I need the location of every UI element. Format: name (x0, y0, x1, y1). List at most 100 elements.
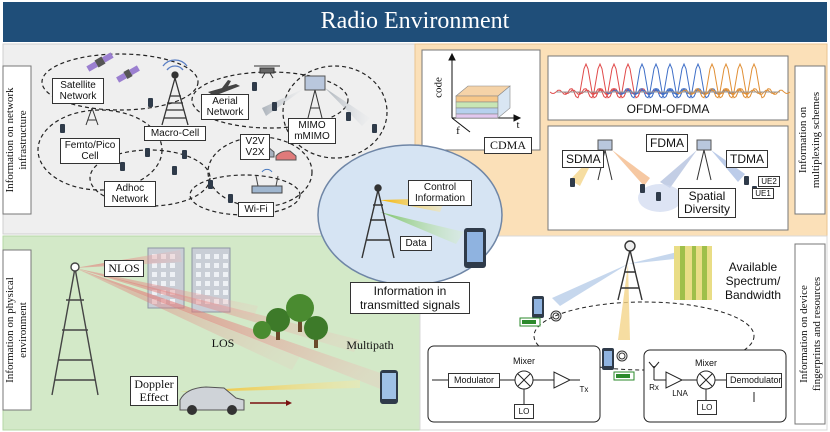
building-window (196, 263, 201, 268)
code-axis-label: code (432, 77, 445, 98)
building-window (152, 272, 157, 277)
building-window (223, 254, 228, 259)
building-window (223, 263, 228, 268)
airplane-icon (208, 80, 240, 96)
velocity-arrowhead (286, 400, 292, 406)
tdma-label: TDMA (726, 150, 768, 168)
f-axis-label: f (456, 125, 460, 137)
rx-label: Rx (649, 383, 659, 392)
physical-tower-icon (51, 262, 99, 396)
building-window (223, 290, 228, 295)
building-window (152, 290, 157, 295)
device-tower-icon (617, 240, 643, 301)
multiplexing-side-box (794, 65, 826, 215)
building-window (196, 272, 201, 277)
device-phones-icon (532, 296, 614, 370)
cdma-code-cube (455, 85, 511, 119)
lna-label: LNA (672, 389, 688, 398)
transmitter-block (427, 345, 601, 423)
building-window (161, 281, 166, 286)
demodulator-block: Demodulator (726, 373, 782, 388)
building-window (214, 290, 219, 295)
building-window (170, 299, 175, 304)
building-window (170, 272, 175, 277)
building-window (205, 281, 210, 286)
ofdm-box (547, 55, 789, 121)
building-window (161, 272, 166, 277)
signals-phone-icon (464, 228, 486, 268)
t-axis-label: t (516, 119, 520, 131)
building-window (223, 281, 228, 286)
drone-icon (254, 65, 280, 79)
ofdm-label: OFDM-OFDMA (626, 102, 710, 116)
building-window (205, 254, 210, 259)
building-window (223, 272, 228, 277)
data-label: Data (400, 236, 432, 251)
building-window (170, 263, 175, 268)
ofdm-subcarriers (549, 62, 791, 99)
rx-chain (648, 361, 755, 402)
signals-tower-icon (361, 184, 395, 259)
cdma-label: CDMA (484, 137, 532, 154)
trees-icon (253, 294, 328, 348)
nlos-label: NLOS (104, 260, 144, 277)
spectrum-chart-icon (674, 246, 712, 300)
receiver-block (643, 349, 787, 423)
building-window (205, 263, 210, 268)
multipath-label: Multipath (346, 338, 394, 352)
mixer-rx-label: Mixer (695, 358, 717, 368)
building-window (205, 290, 210, 295)
physical-phone-icon (380, 370, 398, 404)
lo-tx-block: LO (514, 404, 534, 419)
wifi-router-icon (251, 168, 283, 194)
satellite-icon (86, 52, 140, 83)
building-window (214, 254, 219, 259)
wifi-label: Wi-Fi (238, 202, 274, 217)
car-icon (179, 386, 245, 415)
device-side-box (794, 243, 826, 425)
fingerprint-icons (550, 310, 628, 362)
building-window (214, 263, 219, 268)
title-bar (3, 2, 827, 42)
ue2-label: UE2 (758, 176, 780, 187)
building-window (170, 281, 175, 286)
battery-icons (519, 317, 635, 381)
building-window (152, 263, 157, 268)
building-window (196, 254, 201, 259)
macro-cell-tower-icon (161, 59, 189, 126)
mixer-tx-label: Mixer (513, 356, 535, 366)
building-window (196, 281, 201, 286)
network-side-box (2, 65, 32, 215)
macro-cell-label: Macro-Cell (144, 126, 206, 141)
sdma-label: SDMA (562, 150, 604, 168)
physical-side-box (2, 249, 32, 411)
page-title: Radio Environment (320, 8, 510, 34)
los-label: LOS (211, 336, 235, 350)
building-window (152, 281, 157, 286)
modulator-block: Modulator (448, 373, 500, 388)
building-window (205, 272, 210, 277)
building-window (161, 263, 166, 268)
fdma-label: FDMA (646, 134, 688, 152)
lo-rx-block: LO (697, 400, 717, 415)
tx-chain (432, 370, 580, 404)
building-window (214, 272, 219, 277)
tx-label: Tx (579, 385, 589, 394)
building-window (214, 281, 219, 286)
